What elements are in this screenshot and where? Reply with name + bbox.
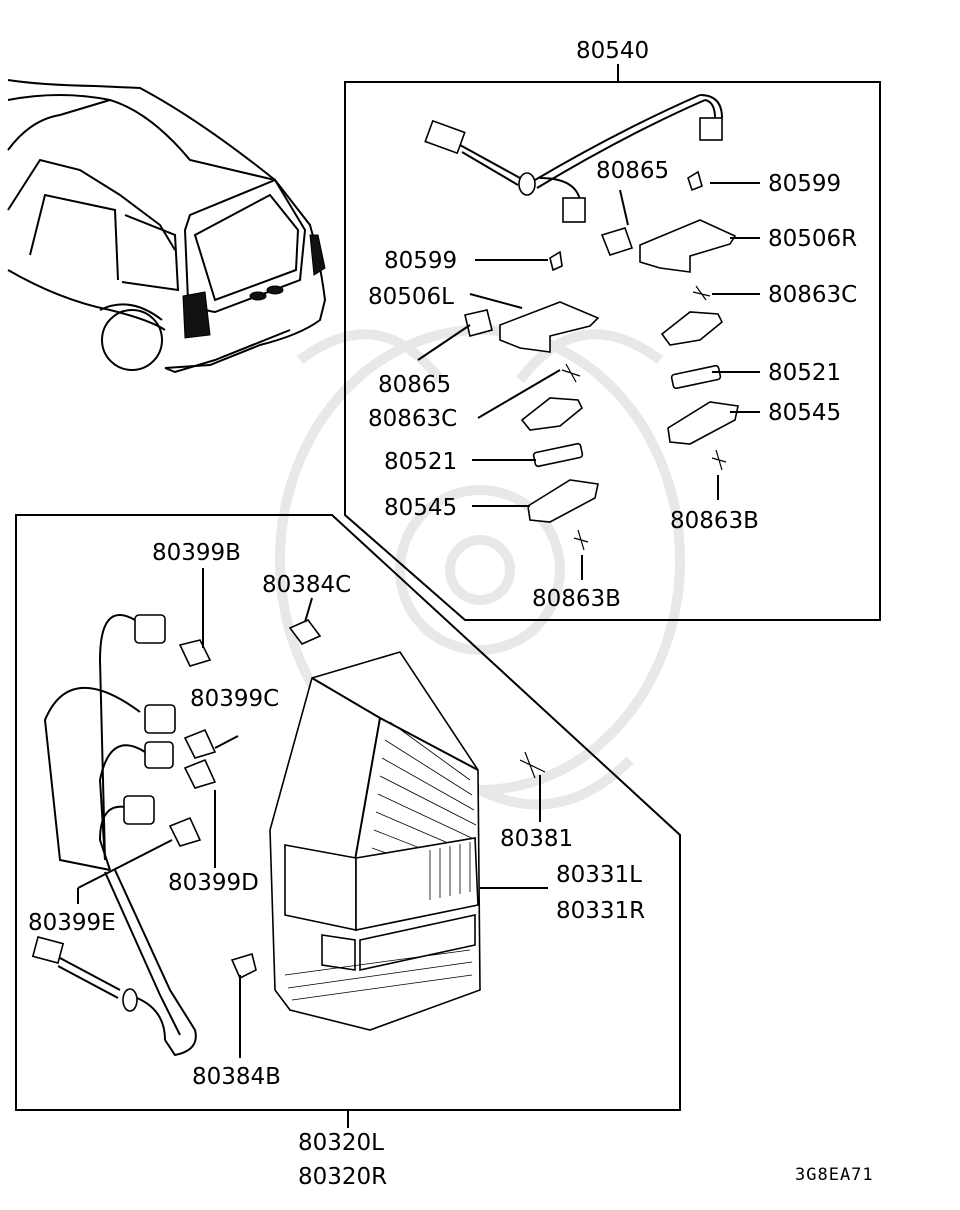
figure-code: 3G8EA71 (795, 1165, 874, 1185)
label-80863B-b: 80863B (532, 586, 621, 612)
tail-lamp-assembly (269, 651, 481, 1031)
label-80863C-b: 80863C (368, 406, 457, 432)
upper-parts (464, 170, 739, 551)
label-80863C-a: 80863C (768, 282, 857, 308)
label-80320R: 80320R (298, 1164, 387, 1190)
tail-lamp-harness (31, 614, 546, 1057)
leader-lines (77, 182, 760, 1058)
label-80399B: 80399B (152, 540, 241, 566)
tail-lamp-group-frame (15, 514, 681, 1111)
label-80863B-a: 80863B (670, 508, 759, 534)
label-80521-a: 80521 (768, 360, 841, 386)
label-80320L: 80320L (298, 1130, 384, 1156)
license-lamp-harness (424, 94, 723, 223)
label-80506R: 80506R (768, 226, 857, 252)
license-lamp-group-frame (344, 81, 881, 621)
label-80540: 80540 (576, 38, 649, 64)
label-80384C: 80384C (262, 572, 351, 598)
label-80521-b: 80521 (384, 449, 457, 475)
label-80865-a: 80865 (596, 158, 669, 184)
label-80331R: 80331R (556, 898, 645, 924)
label-80545-a: 80545 (768, 400, 841, 426)
label-80545-b: 80545 (384, 495, 457, 521)
label-80865-b: 80865 (378, 372, 451, 398)
label-80599-b: 80599 (384, 248, 457, 274)
label-80381: 80381 (500, 826, 573, 852)
label-80599-a: 80599 (768, 171, 841, 197)
part-labels: 80540 80865 80599 80506R 80599 80506L 80… (28, 38, 874, 1190)
label-80506L: 80506L (368, 284, 454, 310)
label-80399D: 80399D (168, 870, 259, 896)
label-80331L: 80331L (556, 862, 642, 888)
label-80399C: 80399C (190, 686, 279, 712)
vehicle-illustration (7, 79, 327, 374)
label-80399E: 80399E (28, 910, 116, 936)
label-80384B: 80384B (192, 1064, 281, 1090)
